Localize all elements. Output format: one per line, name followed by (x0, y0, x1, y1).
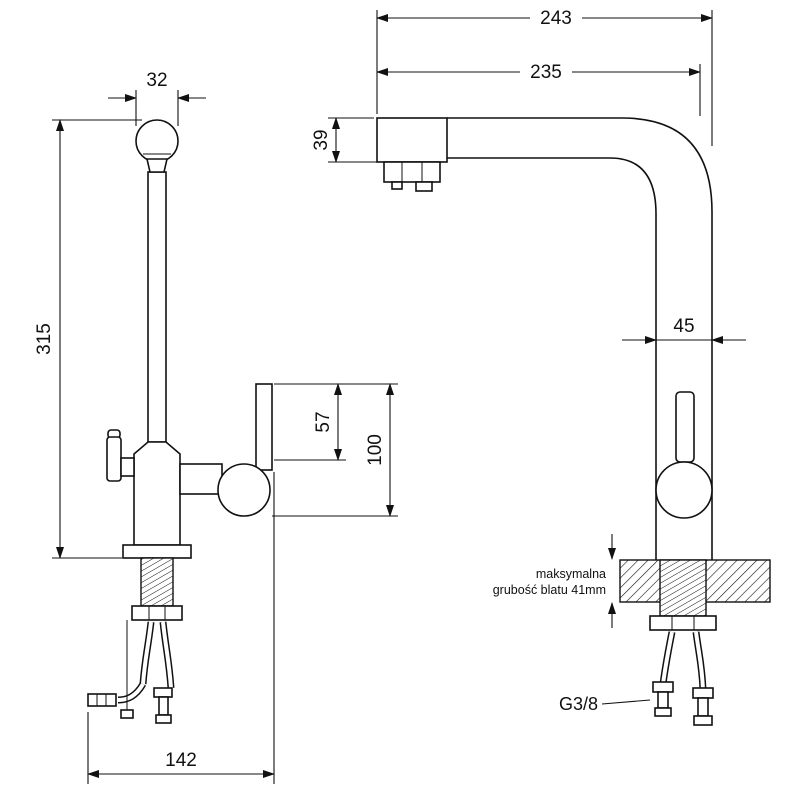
left-handle (106, 436, 122, 482)
dim-head-width-label: 32 (146, 70, 167, 91)
dim-base-width-label: 142 (165, 750, 197, 771)
front-view: 32 315 57 100 142 (34, 70, 398, 784)
threaded-shank (140, 557, 174, 607)
base-flange (122, 544, 192, 559)
dim-spout-height-label: 39 (311, 129, 332, 150)
countertop-note-line1: maksymalna (536, 567, 606, 581)
dimension-lever-height: 57 (274, 383, 398, 461)
head-neck (145, 158, 169, 173)
faucet-body (133, 441, 181, 546)
dim-spout-reach-label: 235 (530, 62, 562, 83)
dimension-head-width: 32 (108, 70, 206, 126)
hose-connectors-side (652, 681, 714, 726)
spout-outer-edge (447, 117, 713, 560)
faucet-side-body (376, 117, 771, 726)
dimension-total-depth: 243 (376, 8, 713, 146)
hose-connectors-front (87, 620, 173, 724)
dim-total-depth-label: 243 (540, 8, 572, 29)
left-handle-joint (120, 457, 135, 477)
supply-hoses-side (659, 631, 707, 691)
faucet-front-body (87, 119, 273, 724)
dimension-base-width: 142 (87, 472, 275, 784)
mounting-nut-side (649, 615, 717, 631)
countertop-note-line2: grubość blatu 41mm (493, 583, 606, 597)
supply-hoses-front (117, 621, 175, 704)
lever-side (675, 391, 695, 463)
dimension-spout-height: 39 (311, 117, 381, 163)
threaded-shank-side (659, 559, 707, 617)
lever-blade (255, 383, 273, 471)
dim-column-width-label: 45 (673, 316, 694, 337)
dimension-total-height: 315 (34, 119, 142, 559)
spout-inner-edge (447, 157, 657, 560)
side-arm (179, 463, 223, 495)
thread-size-label: G3/8 (559, 694, 598, 714)
dimension-spout-reach: 235 (376, 62, 701, 116)
riser-pipe (147, 171, 167, 443)
dimension-column-width: 45 (622, 316, 746, 344)
countertop-thickness-note: maksymalna grubość blatu 41mm (493, 534, 616, 628)
faucet-head (135, 119, 179, 163)
spout-head (376, 117, 448, 163)
dim-total-height-label: 315 (34, 323, 55, 355)
dimension-body-height: 100 (272, 383, 398, 517)
side-view: 243 235 39 45 maksymalna grub (311, 8, 771, 726)
lever-joint (217, 463, 271, 517)
thread-size-callout: G3/8 (559, 694, 651, 714)
aerator (383, 161, 441, 183)
dim-lever-height-label: 57 (313, 411, 334, 432)
dim-body-height-label: 100 (365, 434, 386, 466)
mounting-nut (131, 605, 183, 621)
ball-joint (655, 461, 713, 519)
